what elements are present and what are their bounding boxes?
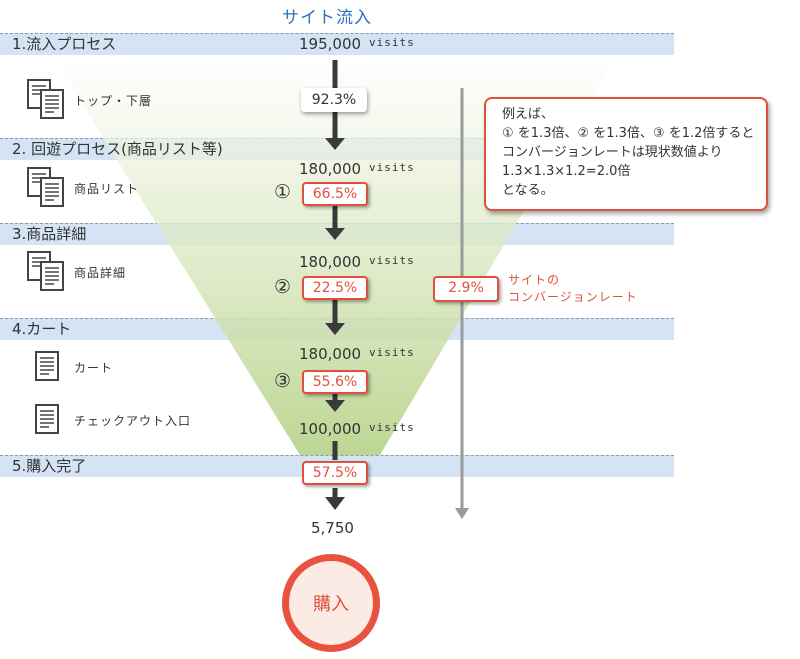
page-item-product-detail: 商品詳細	[26, 250, 126, 294]
rate-box-4: 55.6%	[302, 370, 368, 394]
marker-3: ③	[274, 370, 292, 392]
marker-1: ①	[274, 181, 292, 203]
note-line: 例えば、	[502, 107, 555, 122]
stage-band-1	[0, 33, 674, 55]
multi-document-icon	[27, 251, 64, 291]
stage-label-1: 1.流入プロセス	[12, 35, 117, 53]
rate-box-2: 66.5%	[302, 182, 368, 206]
visits-unit: visits	[369, 346, 415, 359]
page-item-top: トップ・下層	[26, 78, 152, 122]
note-line: となる。	[502, 183, 554, 198]
visits-stage-2: 180,000 visits	[299, 160, 415, 178]
visits-stage-4: 180,000 visits	[299, 345, 415, 363]
page-item-product-list: 商品リスト	[26, 166, 139, 210]
arrowhead	[325, 323, 345, 335]
visits-count: 180,000	[299, 160, 362, 178]
purchase-circle: 購入	[282, 554, 380, 652]
marker-2: ②	[274, 276, 292, 298]
funnel-shape	[52, 55, 616, 455]
note-line: ① を1.3倍、② を1.3倍、③ を1.2倍すると	[502, 126, 755, 141]
site-conversion-label: サイトの コンバージョンレート	[508, 272, 638, 306]
site-conversion-label-line1: サイトの	[508, 273, 561, 287]
arrowhead	[325, 138, 345, 150]
multi-document-icon	[27, 79, 64, 119]
visits-stage-5: 100,000 visits	[299, 420, 415, 438]
site-conversion-rate-box: 2.9%	[433, 276, 499, 302]
stage-label-2: 2. 回遊プロセス(商品リスト等)	[12, 140, 223, 158]
visits-count: 180,000	[299, 345, 362, 363]
rate-box-1: 92.3%	[301, 88, 367, 112]
page-item-cart: カート	[34, 350, 113, 384]
arrowhead	[325, 497, 345, 510]
rate-box-5: 57.5%	[302, 461, 368, 485]
purchase-label: 購入	[313, 594, 349, 615]
diagram-title: サイト流入	[282, 8, 372, 28]
visits-stage-1: 195,000 visits	[299, 35, 415, 53]
document-icon	[35, 404, 59, 434]
arrowhead	[325, 400, 345, 412]
visits-unit: visits	[369, 421, 415, 434]
visits-count: 180,000	[299, 253, 362, 271]
page-item-label: カート	[74, 360, 114, 375]
stage-label-5: 5.購入完了	[12, 457, 87, 475]
visits-count: 100,000	[299, 420, 362, 438]
visits-unit: visits	[369, 254, 415, 267]
site-conversion-label-line2: コンバージョンレート	[508, 290, 638, 304]
stage-label-3: 3.商品詳細	[12, 225, 87, 243]
visits-unit: visits	[369, 161, 415, 174]
rate-box-3: 22.5%	[302, 276, 368, 300]
note-line: 1.3×1.3×1.2=2.0倍	[502, 164, 631, 179]
page-item-label: 商品リスト	[74, 181, 140, 196]
total-purchases: 5,750	[311, 519, 354, 537]
note-callout: 例えば、 ① を1.3倍、② を1.3倍、③ を1.2倍すると コンバージョンレ…	[484, 97, 768, 211]
page-item-label: トップ・下層	[74, 93, 153, 108]
page-item-checkout: チェックアウト入口	[34, 403, 191, 437]
note-line: コンバージョンレートは現状数値より	[502, 145, 723, 160]
stage-label-4: 4.カート	[12, 320, 72, 338]
visits-stage-3: 180,000 visits	[299, 253, 415, 271]
page-item-label: チェックアウト入口	[74, 413, 192, 428]
flow-arrows	[325, 60, 345, 510]
visits-unit: visits	[369, 36, 415, 49]
document-icon	[35, 351, 59, 381]
arrowhead	[325, 228, 345, 240]
page-item-label: 商品詳細	[74, 265, 127, 280]
multi-document-icon	[27, 167, 64, 207]
visits-count: 195,000	[299, 35, 362, 53]
